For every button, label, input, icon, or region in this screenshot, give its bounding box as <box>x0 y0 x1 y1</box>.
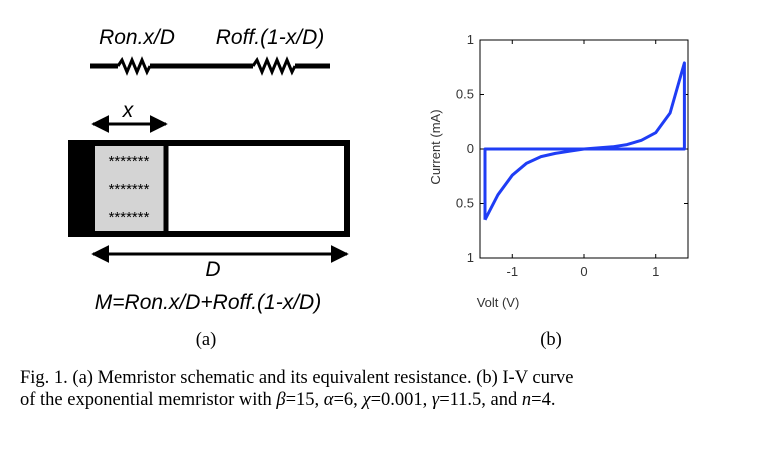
caption-line-2: of the exponential memristor with β=15, … <box>20 389 746 411</box>
beta-symbol: β <box>276 390 286 410</box>
dopant-row-1: ******* <box>109 153 150 170</box>
dopant-row-3: ******* <box>109 209 150 226</box>
chi-value: =0.001, <box>370 390 432 410</box>
equation: M=Ron.x/D+Roff.(1-x/D) <box>95 291 321 314</box>
y-tick-label: 0.5 <box>456 196 474 211</box>
caption-line-1: Fig. 1. (a) Memristor schematic and its … <box>20 368 574 388</box>
n-symbol: n <box>521 390 532 410</box>
alpha-symbol: α <box>323 390 334 410</box>
panel-b-sublabel: (b) <box>540 330 562 350</box>
y-tick-label: 0.5 <box>456 87 474 102</box>
dopant-row-2: ******* <box>109 181 150 198</box>
device-outline <box>68 140 350 237</box>
x-tick-label: -1 <box>506 264 518 279</box>
iv-chart: 1 0.5 0 0.5 1 -1 0 1 Volt (V) Current (mA) (b) <box>428 32 689 350</box>
y-tick-label: 1 <box>467 250 474 265</box>
y-tick-label: 1 <box>467 32 474 47</box>
chi-symbol: χ <box>362 390 371 410</box>
doped-region <box>95 146 165 231</box>
y-tick-label: 0 <box>467 141 474 156</box>
panel-a-sublabel: (a) <box>196 330 217 350</box>
n-value: =4. <box>531 390 556 410</box>
resistor-wire <box>90 56 330 76</box>
figure-caption: Fig. 1. (a) Memristor schematic and its … <box>20 367 746 411</box>
d-label: D <box>205 258 220 281</box>
panel-a-schematic: Ron.x/D Roff.(1-x/D) x ******* ******* *… <box>68 26 350 350</box>
roff-label: Roff.(1-x/D) <box>216 26 325 49</box>
electrode-block <box>71 143 95 234</box>
beta-value: =15, <box>285 390 324 410</box>
x-label: x <box>122 99 135 122</box>
x-axis-label: Volt (V) <box>477 295 520 310</box>
caption-text: of the exponential memristor with <box>20 390 277 410</box>
gamma-symbol: γ <box>431 390 440 410</box>
alpha-value: =6, <box>333 390 363 410</box>
x-tick-label: 1 <box>652 264 659 279</box>
x-tick-label: 0 <box>580 264 587 279</box>
series-line-iv <box>483 61 686 221</box>
y-axis-label: Current (mA) <box>428 109 443 184</box>
gamma-value: =11.5, and <box>439 390 522 410</box>
ron-label: Ron.x/D <box>99 26 175 49</box>
